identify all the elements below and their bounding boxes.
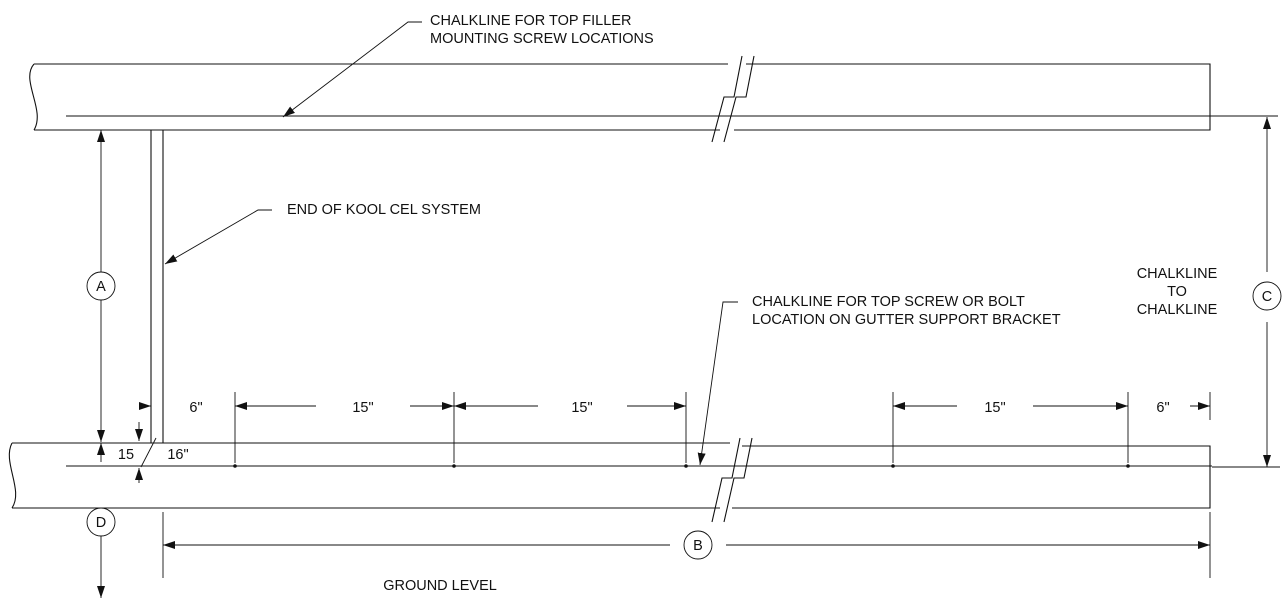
chalk-to-chalk-label-line3: CHALKLINE xyxy=(1137,302,1218,318)
gap-dimension xyxy=(135,422,157,483)
dimension-15in-2: 15" xyxy=(571,400,592,416)
dimension-6in-last: 6" xyxy=(1156,400,1169,416)
gap-whole-number: 15 xyxy=(118,447,134,463)
gutter-label-line2: LOCATION ON GUTTER SUPPORT BRACKET xyxy=(752,312,1061,328)
dimension-a xyxy=(86,130,116,442)
dimension-15in-3: 15" xyxy=(984,400,1005,416)
top-filler-label-line2: MOUNTING SCREW LOCATIONS xyxy=(430,31,654,47)
spacing-dimension-lines xyxy=(139,392,1211,463)
circle-label-c: C xyxy=(1262,289,1272,305)
system-end-leader xyxy=(164,209,272,265)
dimension-b xyxy=(162,512,1211,578)
circle-label-b: B xyxy=(693,538,703,554)
top-beam xyxy=(29,55,1211,143)
gap-fraction: 16" xyxy=(167,447,188,463)
chalk-to-chalk-label-line1: CHALKLINE xyxy=(1137,266,1218,282)
dimension-d xyxy=(86,443,116,598)
circle-label-d: D xyxy=(96,515,106,531)
top-filler-leader xyxy=(282,21,422,118)
chalk-to-chalk-label-line2: TO xyxy=(1167,284,1187,300)
system-end-label: END OF KOOL CEL SYSTEM xyxy=(287,202,481,218)
gutter-chalkline-leader xyxy=(697,301,738,466)
gutter-beam xyxy=(8,437,1211,523)
screw-location-dots xyxy=(233,464,1130,468)
dimension-15in-1: 15" xyxy=(352,400,373,416)
system-end-post xyxy=(150,130,164,443)
gutter-label-line1: CHALKLINE FOR TOP SCREW OR BOLT xyxy=(752,294,1025,310)
dimension-c xyxy=(1212,117,1282,468)
circle-label-a: A xyxy=(96,279,106,295)
dimension-6in-first: 6" xyxy=(189,400,202,416)
top-filler-label-line1: CHALKLINE FOR TOP FILLER xyxy=(430,13,631,29)
ground-level-label: GROUND LEVEL xyxy=(383,578,497,594)
